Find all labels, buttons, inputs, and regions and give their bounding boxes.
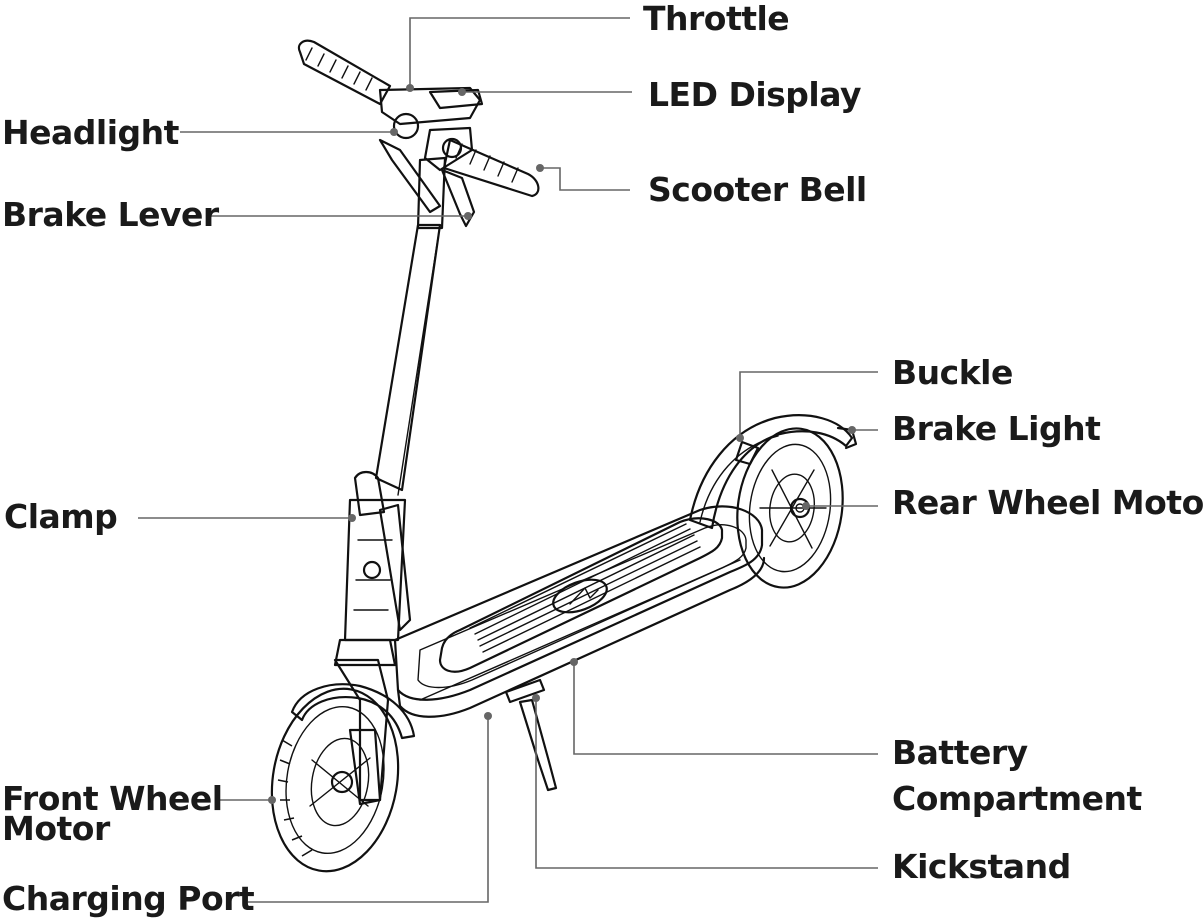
rear-wheel (736, 427, 844, 589)
label-brake-lever: Brake Lever (2, 195, 219, 234)
stem (343, 223, 442, 642)
label-rear-wheel-motor: Rear Wheel Motor (892, 483, 1203, 522)
label-battery-compartment-line1: Battery (892, 733, 1028, 772)
label-scooter-bell: Scooter Bell (648, 170, 867, 209)
kickstand-shape (504, 678, 558, 792)
rear-fender (688, 414, 858, 530)
front-fender (290, 683, 416, 740)
label-brake-light: Brake Light (892, 409, 1101, 448)
label-charging-port: Charging Port (2, 879, 255, 918)
label-headlight: Headlight (2, 113, 179, 152)
front-wheel (270, 687, 400, 873)
label-throttle: Throttle (643, 0, 790, 38)
label-battery-compartment-line2: Compartment (892, 779, 1142, 818)
label-front-wheel-motor-line1: Front Wheel (2, 779, 223, 818)
leader-lines (138, 17, 878, 903)
handlebar (297, 39, 540, 230)
label-buckle: Buckle (892, 353, 1013, 392)
deck (393, 505, 766, 718)
label-clamp: Clamp (4, 497, 118, 536)
label-led-display: LED Display (648, 75, 862, 114)
label-kickstand: Kickstand (892, 847, 1071, 886)
label-front-wheel-motor-line2: Motor (2, 809, 110, 848)
